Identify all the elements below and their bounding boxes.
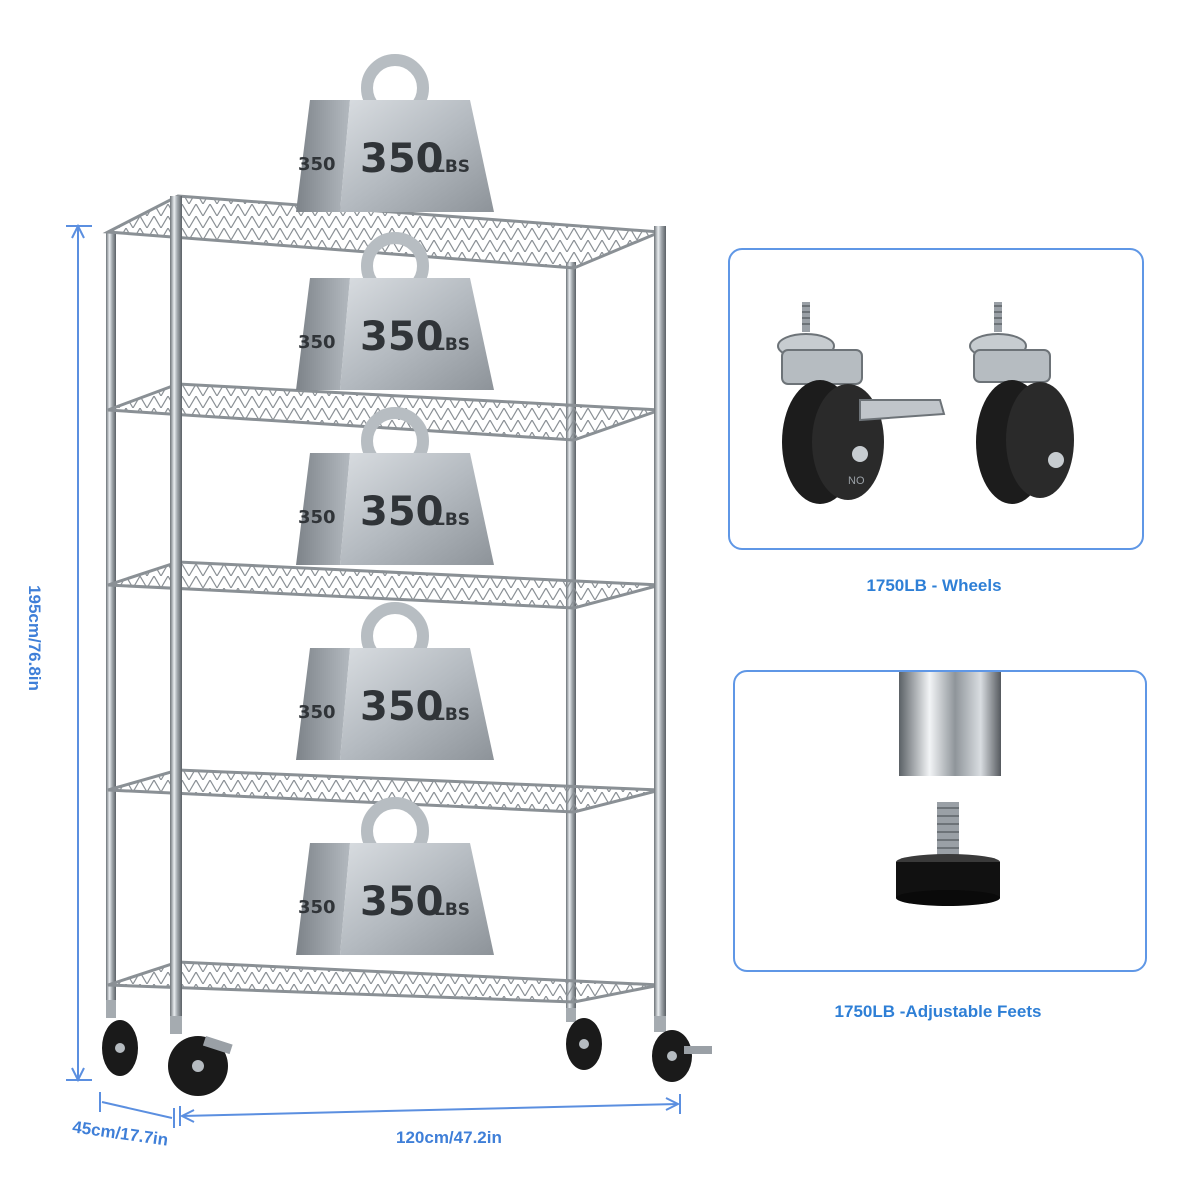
shelf-5 <box>107 960 661 1004</box>
weight-4-value: 350 <box>360 684 444 730</box>
width-dimension-arrow <box>179 1094 681 1126</box>
caster-wheels-image: NO <box>777 302 1074 504</box>
caster-back-right <box>566 1008 602 1070</box>
weight-3-value: 350 <box>360 489 444 535</box>
caster-brand-text: NO <box>848 475 865 487</box>
weight-3-side-value: 350 <box>298 507 336 528</box>
front-left-post <box>170 196 182 1018</box>
weight-5-side-value: 350 <box>298 897 336 918</box>
weight-2-value: 350 <box>360 314 444 360</box>
width-dimension-label: 120cm/47.2in <box>396 1128 502 1147</box>
feet-caption: 1750LB -Adjustable Feets <box>834 1002 1042 1021</box>
weight-5-unit: LBS <box>434 900 470 920</box>
weight-2-side-value: 350 <box>298 332 336 353</box>
depth-dimension-arrow <box>99 1092 175 1128</box>
caster-front-left <box>168 1016 233 1096</box>
caster-back-left <box>102 1000 138 1076</box>
threaded-bolt-icon <box>937 802 959 858</box>
adjustable-foot-image <box>896 672 1001 906</box>
wheels-caption: 1750LB - Wheels <box>866 576 1002 595</box>
height-dimension-arrow <box>66 223 92 1083</box>
swivel-caster-icon <box>969 302 1074 504</box>
weight-4-unit: LBS <box>434 705 470 725</box>
weight-4-side-value: 350 <box>298 702 336 723</box>
back-left-post <box>106 232 116 1002</box>
back-right-post <box>566 262 576 1012</box>
rubber-foot-icon <box>896 854 1000 906</box>
front-right-post <box>654 226 666 1018</box>
weight-5-value: 350 <box>360 879 444 925</box>
feet-detail-box <box>733 670 1147 972</box>
weight-2-unit: LBS <box>434 335 470 355</box>
weight-1-unit: LBS <box>434 157 470 177</box>
caster-front-right <box>652 1016 712 1082</box>
wheels-detail-box: NO <box>728 248 1144 550</box>
shelving-unit-illustration: 350LBS350350LBS350350LBS350350LBS350350L… <box>66 54 712 1128</box>
height-dimension-label: 195cm/76.8in <box>25 585 44 691</box>
weight-1-value: 350 <box>360 136 444 182</box>
shelf-3 <box>107 560 661 610</box>
weight-1-side-value: 350 <box>298 154 336 175</box>
braked-caster-icon: NO <box>777 302 946 504</box>
weight-3-unit: LBS <box>434 510 470 530</box>
post-tube-icon <box>899 672 1001 776</box>
